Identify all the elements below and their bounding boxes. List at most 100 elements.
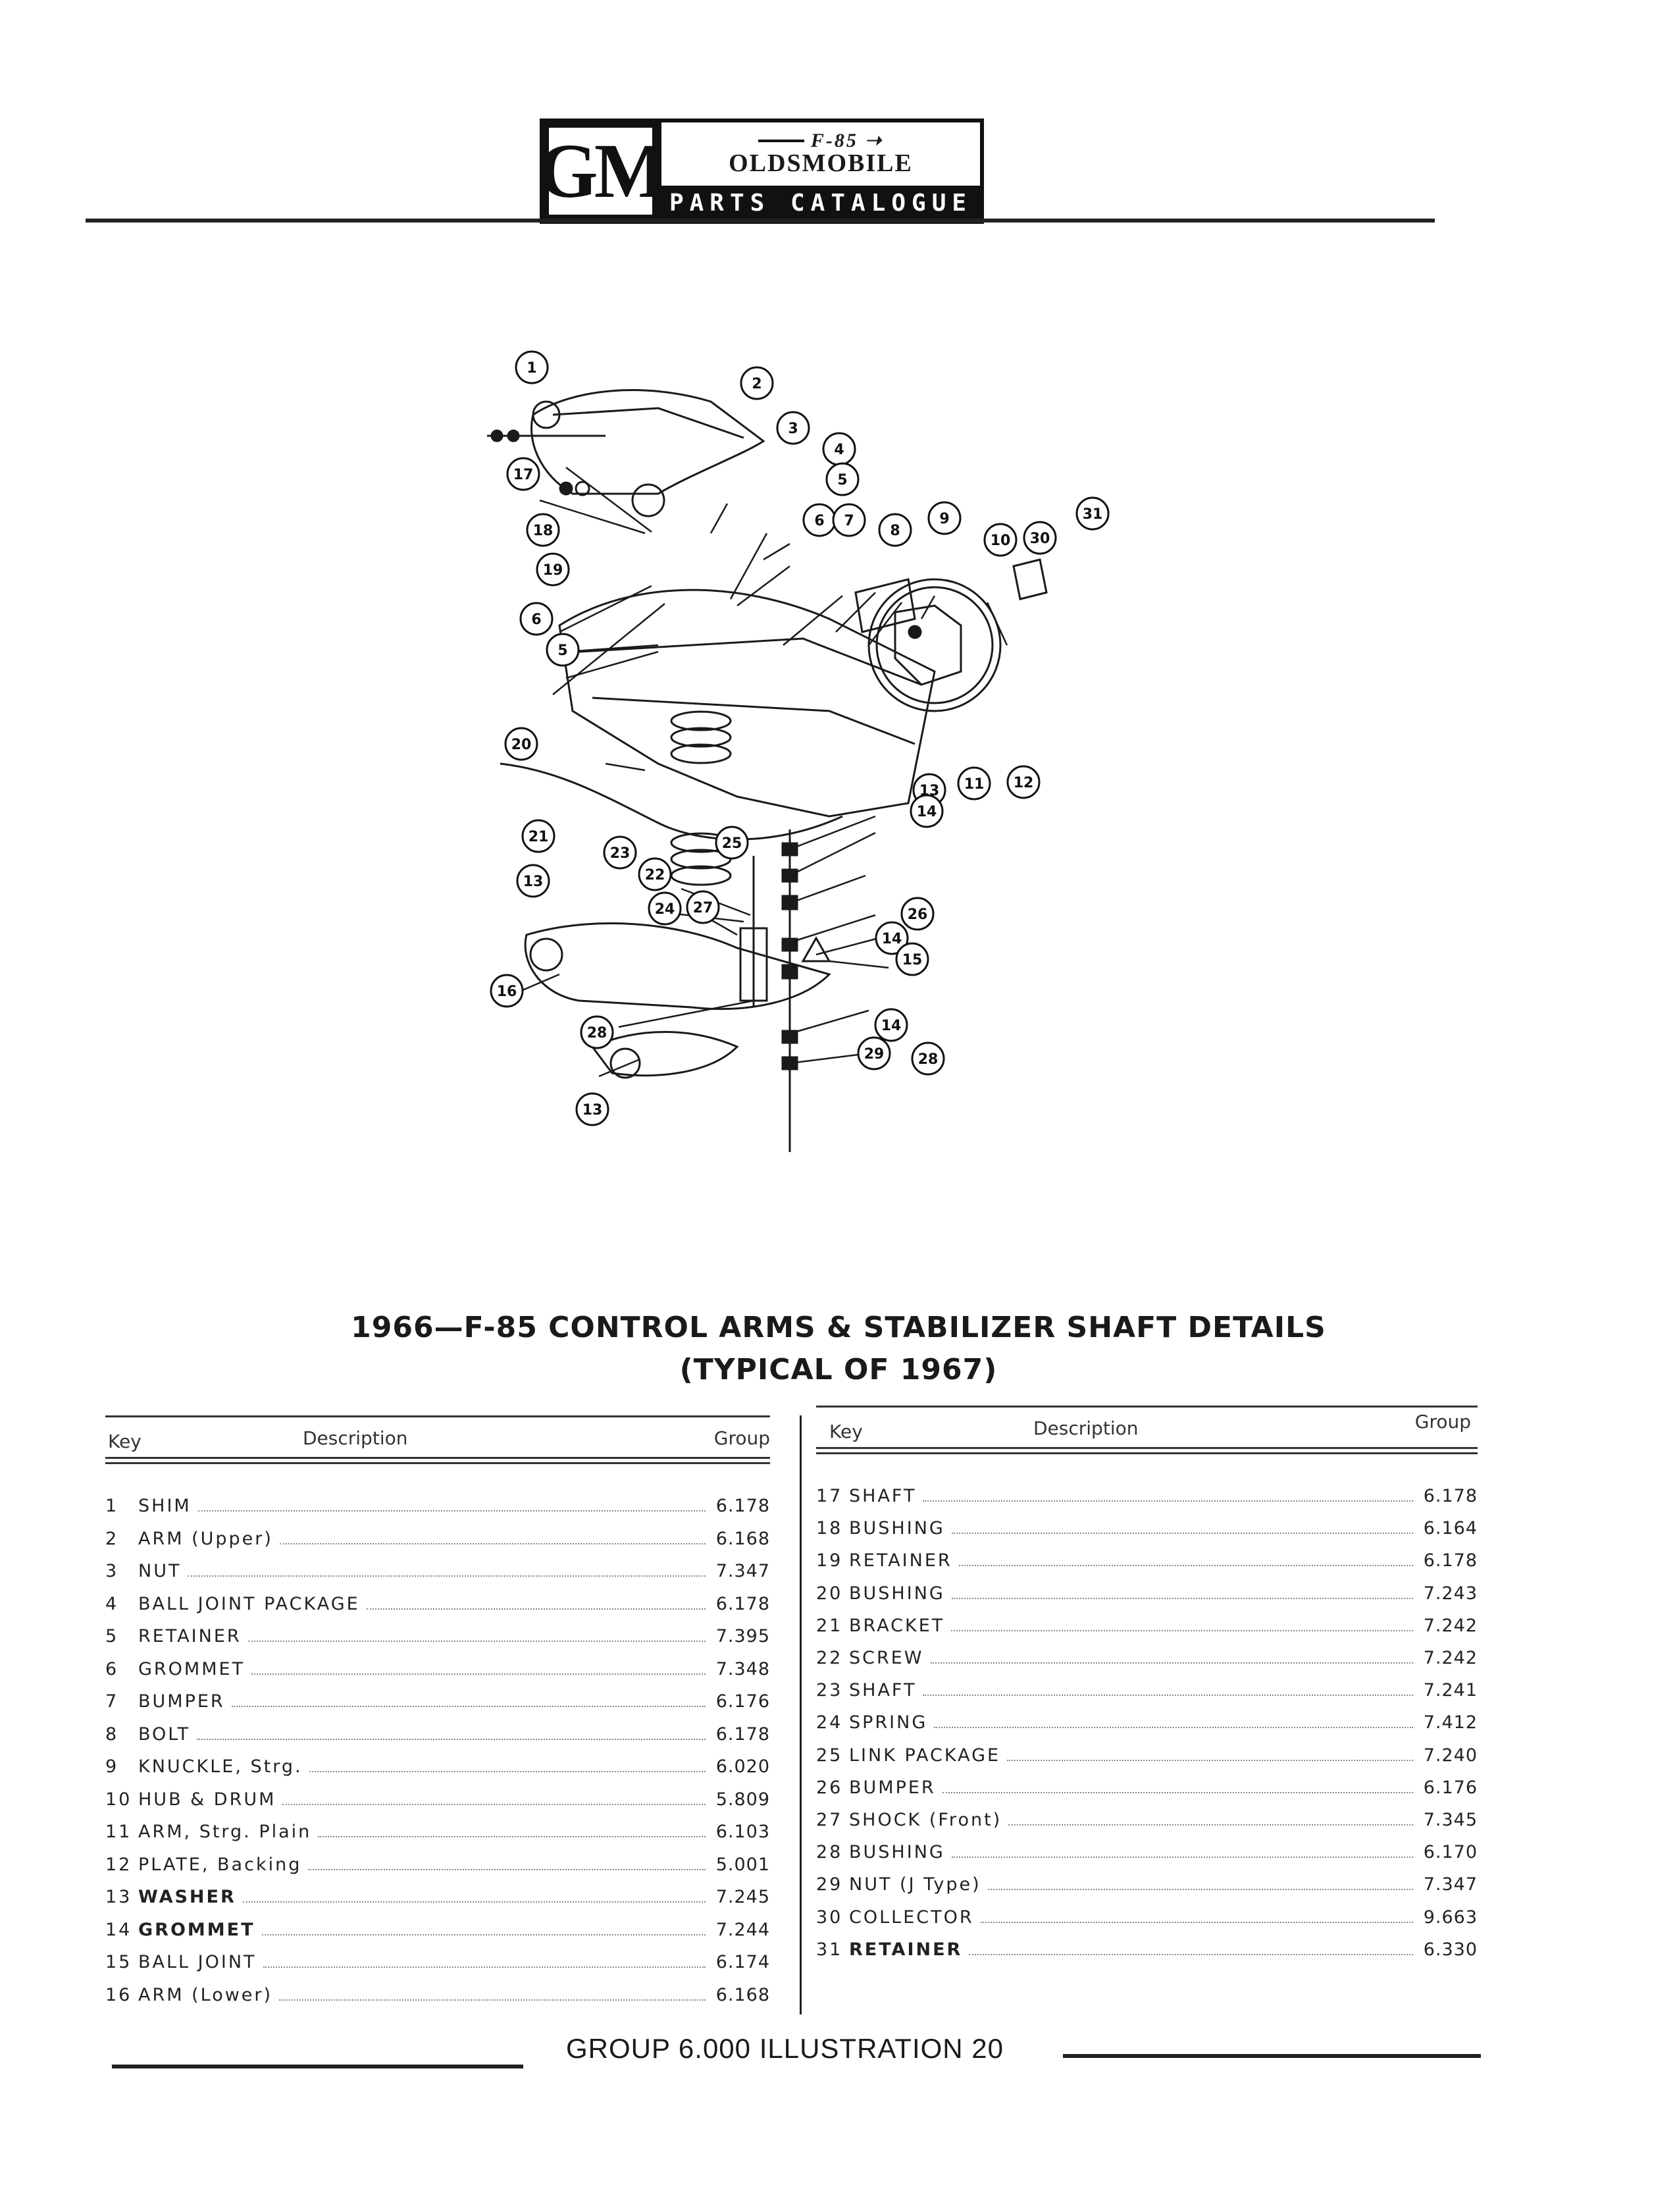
leader-dots (934, 1718, 1413, 1729)
logo-make: OLDSMOBILE (729, 149, 913, 178)
svg-text:16: 16 (497, 984, 517, 1000)
svg-text:3: 3 (788, 421, 798, 437)
leader-dots (282, 1795, 706, 1805)
row-key: 10 (105, 1789, 132, 1810)
callout-28: 28 (911, 1041, 945, 1076)
row-group: 7.395 (715, 1626, 770, 1646)
svg-text:30: 30 (1030, 531, 1050, 547)
svg-text:6: 6 (814, 513, 824, 529)
callout-18: 18 (526, 513, 560, 547)
arrow-icon: ➝ (864, 130, 884, 152)
svg-text:15: 15 (902, 952, 923, 968)
row-key: 21 (816, 1615, 843, 1636)
row-description: GROMMET (138, 1658, 245, 1679)
row-key: 31 (816, 1939, 843, 1960)
row-key: 20 (816, 1583, 843, 1604)
callout-31: 31 (1075, 496, 1110, 531)
svg-text:7: 7 (844, 513, 854, 529)
leader-dots (951, 1589, 1413, 1599)
row-description: ARM (Upper) (138, 1528, 273, 1549)
callout-20: 20 (504, 727, 538, 761)
row-group: 9.663 (1423, 1907, 1478, 1928)
leader-dots (197, 1501, 706, 1512)
logo-banner: F-85 ➝ OLDSMOBILE PARTS CATALOGUE (661, 118, 984, 224)
row-key: 27 (816, 1810, 843, 1830)
row-group: 7.412 (1423, 1712, 1478, 1733)
row-description: BUSHING (849, 1583, 945, 1604)
leader-dots (951, 1847, 1413, 1858)
callout-19: 19 (536, 552, 570, 587)
leader-dots (197, 1729, 706, 1740)
col-header-description: Description (1033, 1417, 1139, 1439)
row-description: ARM (Lower) (138, 1984, 273, 2005)
leader-dots (923, 1491, 1413, 1502)
leader-dots (251, 1664, 706, 1675)
col-header-group: Group (1414, 1411, 1471, 1433)
callout-3: 3 (776, 411, 810, 445)
row-group: 6.330 (1423, 1939, 1478, 1960)
row-description: BALL JOINT (138, 1952, 257, 1972)
col-header-key: Key (108, 1431, 142, 1452)
callout-5: 5 (825, 462, 860, 496)
callout-13: 13 (575, 1092, 609, 1126)
gm-logo-text: GM (537, 128, 667, 215)
svg-text:27: 27 (693, 900, 713, 916)
row-key: 1 (105, 1496, 119, 1516)
row-description: SHAFT (849, 1680, 917, 1701)
row-description: NUT (138, 1561, 182, 1581)
row-group: 6.170 (1423, 1842, 1478, 1863)
svg-text:17: 17 (513, 467, 534, 483)
row-group: 7.243 (1423, 1583, 1478, 1604)
svg-text:29: 29 (864, 1046, 885, 1063)
row-key: 29 (816, 1874, 843, 1895)
callout-6: 6 (802, 503, 837, 537)
callout-2: 2 (740, 366, 774, 400)
footer-rule-right (1063, 2054, 1481, 2058)
row-key: 4 (105, 1593, 119, 1614)
row-group: 6.178 (1423, 1486, 1478, 1506)
leader-dots (951, 1621, 1413, 1631)
svg-text:13: 13 (582, 1102, 603, 1119)
row-key: 16 (105, 1984, 132, 2005)
row-key: 8 (105, 1724, 119, 1745)
svg-text:4: 4 (834, 442, 844, 458)
row-description: HUB & DRUM (138, 1789, 276, 1810)
row-key: 19 (816, 1550, 843, 1571)
title-line-1: 1966—F-85 CONTROL ARMS & STABILIZER SHAF… (351, 1311, 1326, 1344)
row-group: 7.245 (715, 1887, 770, 1907)
illustration-title: 1966—F-85 CONTROL ARMS & STABILIZER SHAF… (0, 1307, 1677, 1391)
row-key: 12 (105, 1854, 132, 1875)
callout-25: 25 (715, 826, 749, 860)
svg-text:13: 13 (523, 874, 544, 890)
svg-text:28: 28 (918, 1051, 939, 1068)
row-group: 5.809 (715, 1789, 770, 1810)
callout-12: 12 (1006, 765, 1041, 799)
leader-dots (261, 1925, 706, 1936)
leader-dots (242, 1892, 706, 1903)
callout-29: 29 (857, 1036, 891, 1070)
row-group: 6.176 (1423, 1777, 1478, 1798)
row-group: 7.242 (1423, 1648, 1478, 1668)
row-key: 17 (816, 1486, 843, 1506)
leader-dots (980, 1912, 1413, 1923)
gm-parts-catalogue-logo: GM F-85 ➝ OLDSMOBILE PARTS CATALOGUE (537, 118, 984, 224)
svg-text:1: 1 (527, 360, 536, 377)
row-group: 6.178 (715, 1724, 770, 1745)
svg-text:6: 6 (531, 612, 541, 628)
row-group: 7.242 (1423, 1615, 1478, 1636)
callout-17: 17 (506, 457, 540, 491)
callout-23: 23 (603, 835, 637, 870)
row-description: BUSHING (849, 1842, 945, 1863)
